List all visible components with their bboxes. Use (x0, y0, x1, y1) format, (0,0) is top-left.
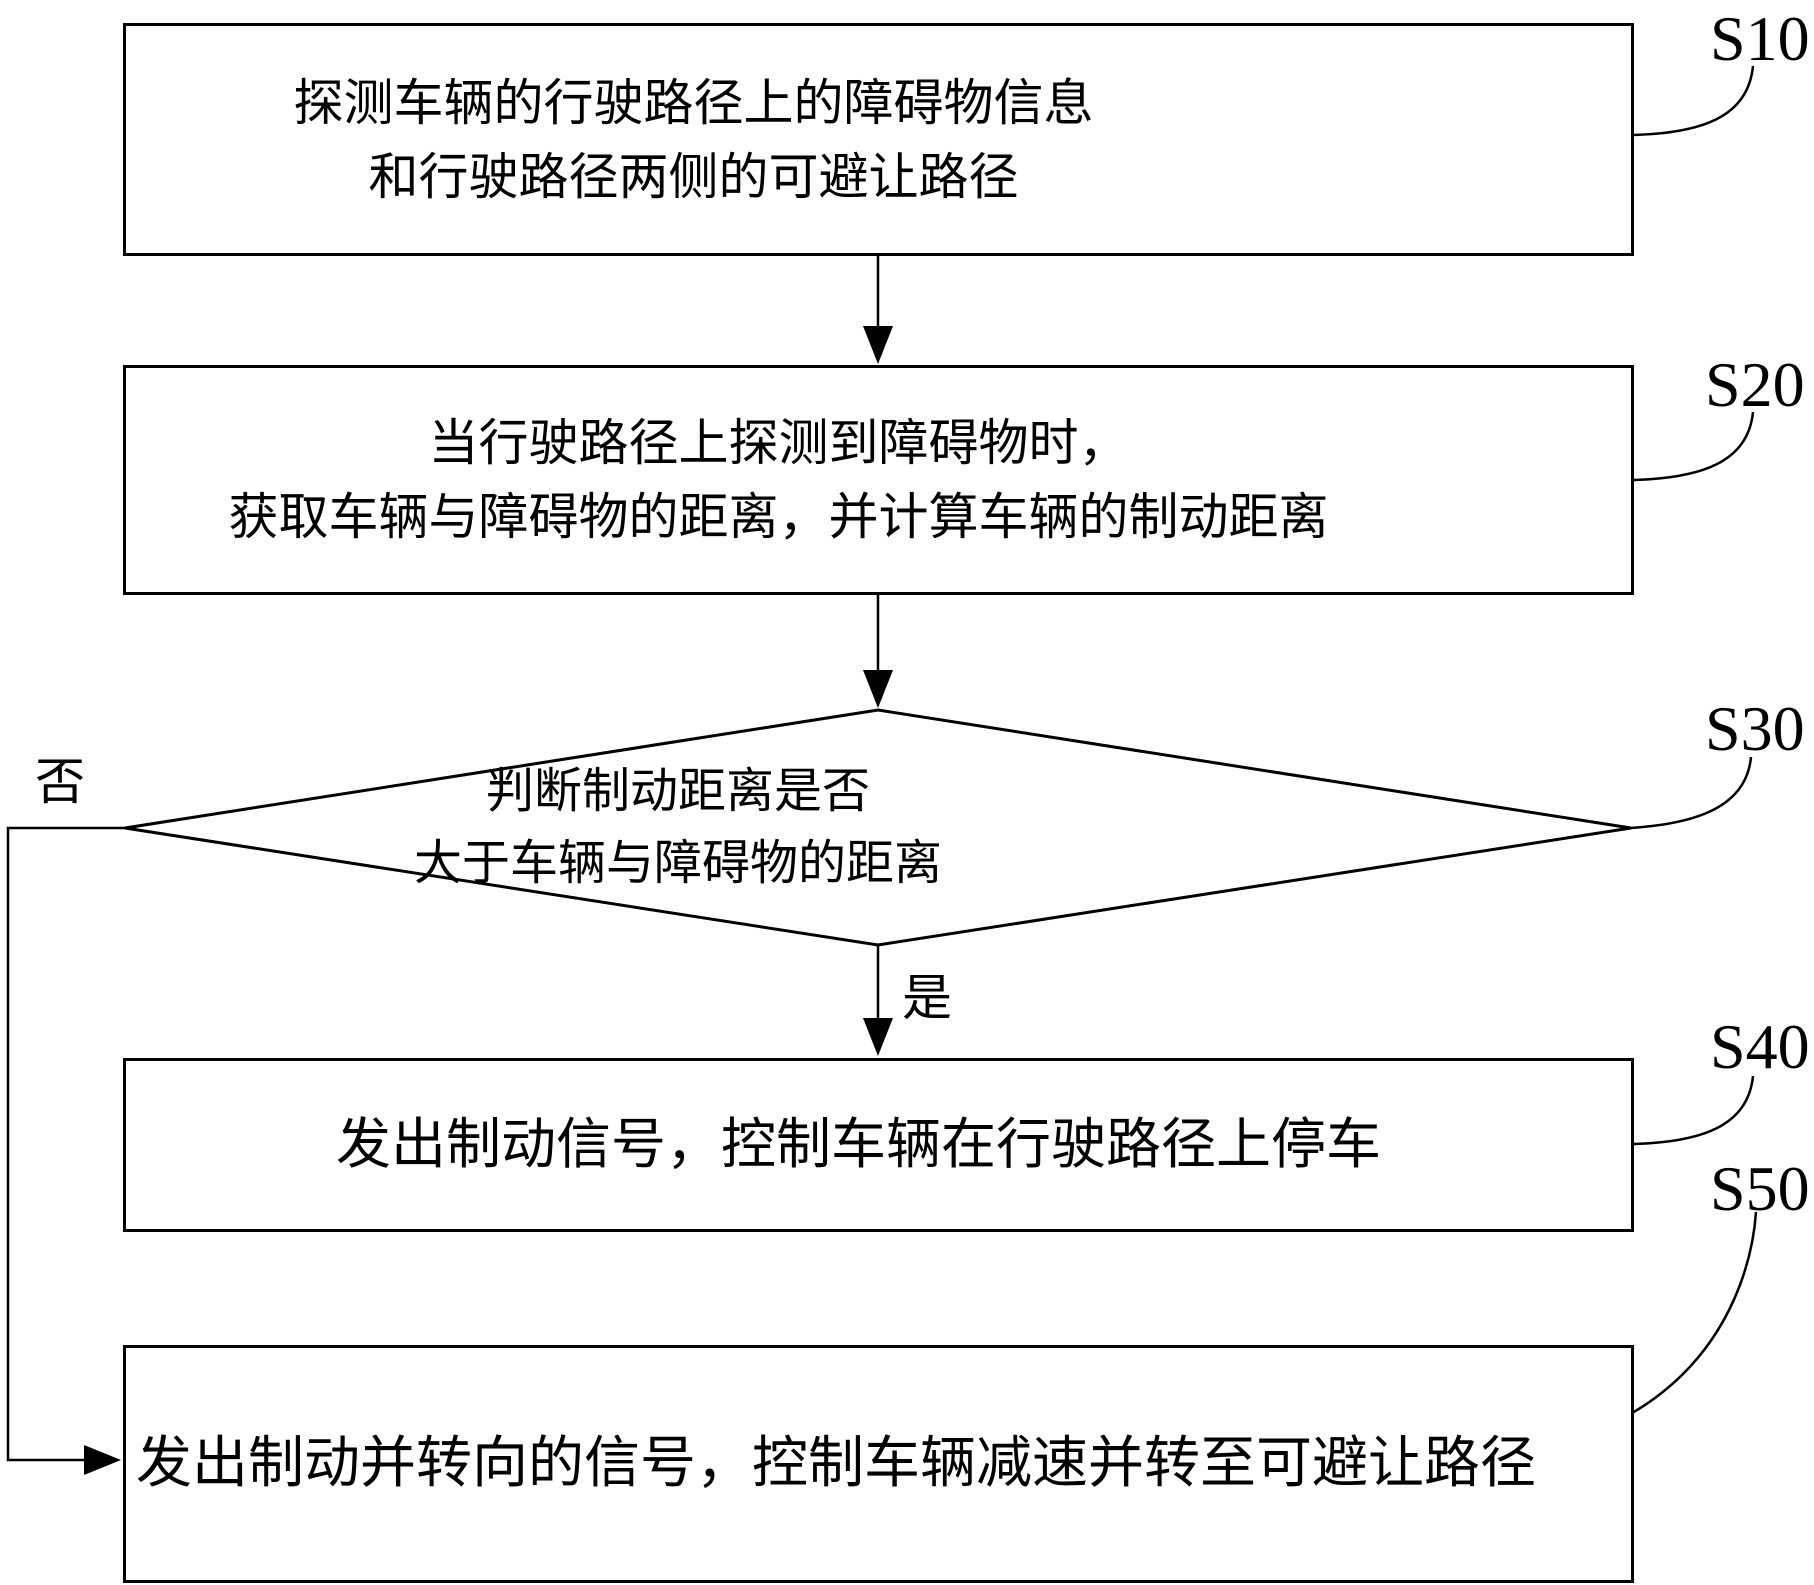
step-label-s10: S10 (1710, 3, 1810, 74)
leader-arc-s40 (1633, 1075, 1755, 1146)
arrowhead-s30-s40 (863, 1018, 893, 1056)
step-label-s30: S30 (1705, 693, 1805, 764)
step-box-s10: 探测车辆的行驶路径上的障碍物信息 和行驶路径两侧的可避让路径 (123, 23, 1634, 256)
step-s50-text-line1: 发出制动并转向的信号，控制车辆减速并转至可避让路径 (136, 1432, 1536, 1495)
decision-s30-text: 判断制动距离是否 大于车辆与障碍物的距离 (23, 712, 1333, 944)
step-box-s40: 发出制动信号，控制车辆在行驶路径上停车 (123, 1058, 1634, 1232)
step-s20-text-line1: 当行驶路径上探测到障碍物时， (428, 415, 1129, 471)
step-s40-text-line1: 发出制动信号，控制车辆在行驶路径上停车 (335, 1114, 1381, 1176)
step-s10-text-line2: 和行驶路径两侧的可避让路径 (368, 148, 1019, 205)
step-label-s40: S40 (1710, 1011, 1810, 1082)
step-s20-text-line2: 获取车辆与障碍物的距离，并计算车辆的制动距离 (228, 489, 1329, 545)
leader-arc-s10 (1633, 65, 1755, 137)
step-label-s20: S20 (1705, 349, 1805, 420)
step-box-s20: 当行驶路径上探测到障碍物时， 获取车辆与障碍物的距离，并计算车辆的制动距离 (123, 365, 1634, 595)
step-s10-text-line1: 探测车辆的行驶路径上的障碍物信息 (293, 74, 1094, 131)
arrowhead-s10-s20 (863, 326, 893, 364)
step-box-s50: 发出制动并转向的信号，控制车辆减速并转至可避让路径 (123, 1345, 1634, 1583)
no-branch-line (6, 826, 125, 1462)
arrowhead-s20-s30 (863, 670, 893, 708)
branch-label-yes: 是 (902, 970, 952, 1026)
arrowhead-no-branch (84, 1445, 121, 1475)
step-label-s50: S50 (1710, 1153, 1810, 1224)
leader-arc-s20 (1633, 411, 1755, 482)
decision-s30-text-line1: 判断制动距离是否 (485, 765, 870, 818)
leader-arc-s30 (1630, 756, 1753, 830)
decision-s30-text-line2: 大于车辆与障碍物的距离 (413, 837, 942, 890)
branch-label-no: 否 (35, 754, 85, 810)
